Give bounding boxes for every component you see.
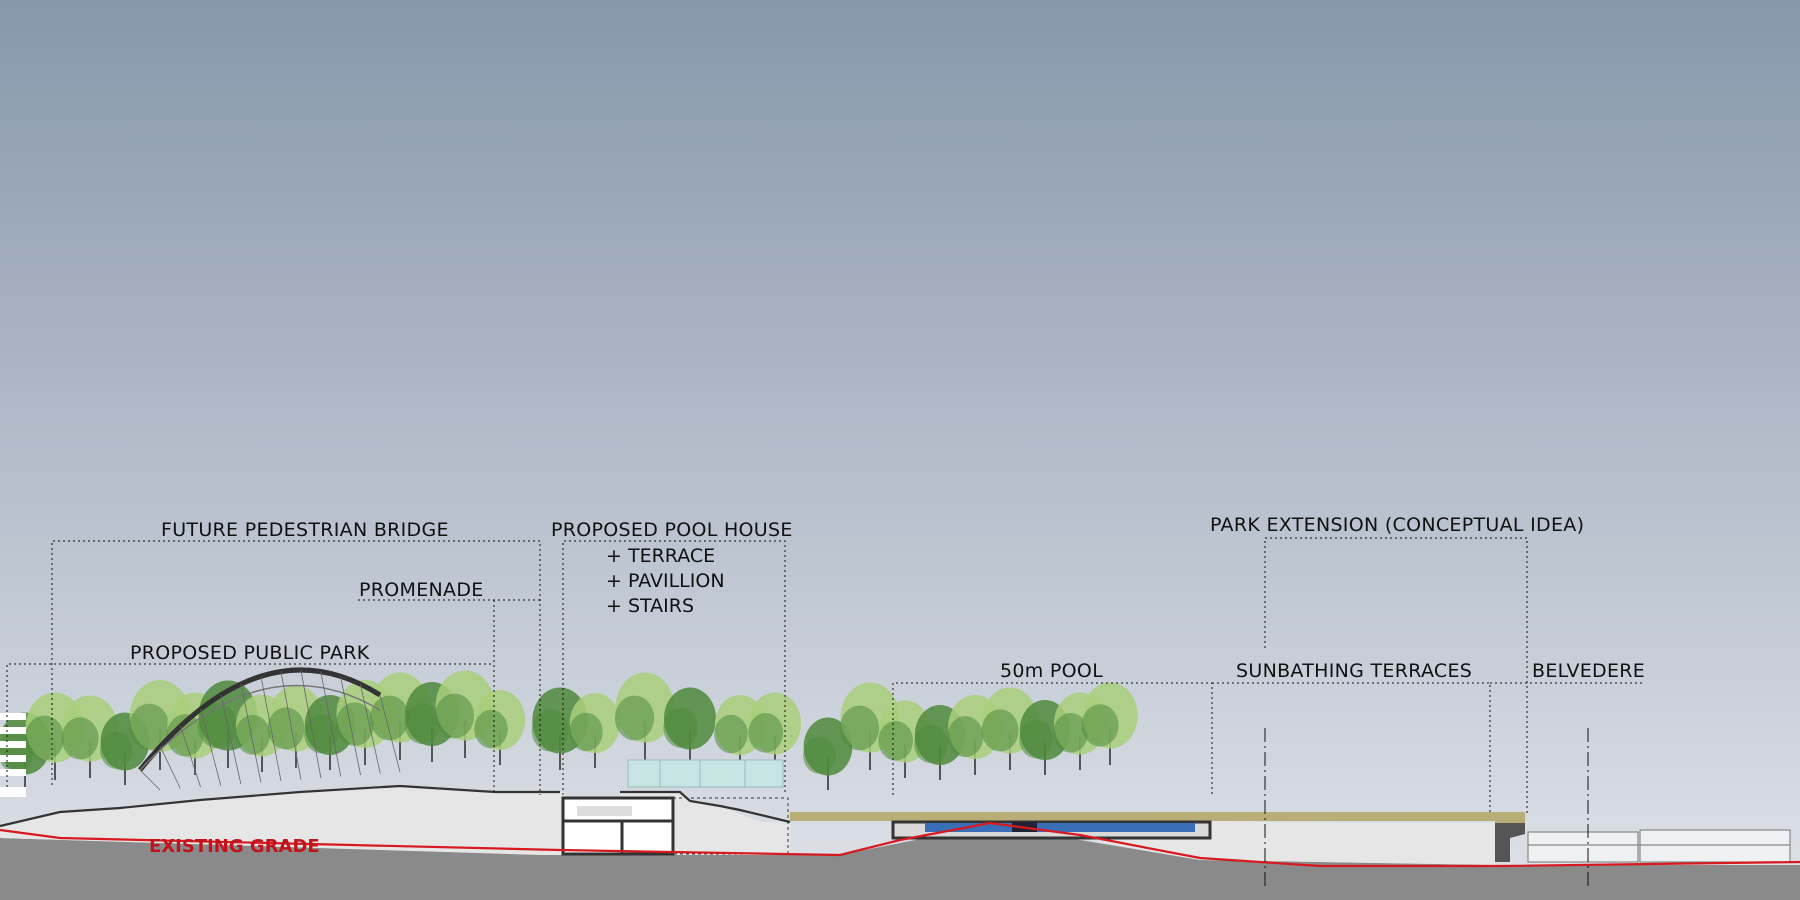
bridge-cable: [200, 708, 222, 786]
label-proposed-pool-house: PROPOSED POOL HOUSE: [551, 519, 793, 541]
label-stairs: + STAIRS: [606, 595, 695, 617]
label-existing-grade: EXISTING GRADE: [149, 836, 320, 857]
tree: [663, 687, 717, 765]
bridge-cable: [340, 676, 361, 776]
tree: [748, 692, 802, 770]
label-park-extension: PARK EXTENSION (CONCEPTUAL IDEA): [1210, 514, 1585, 536]
axis-lines: [1264, 728, 1589, 890]
tree: [1081, 682, 1138, 765]
trees-group: [0, 670, 1138, 790]
bridge-cable: [139, 769, 161, 791]
label-proposed-public-park: PROPOSED PUBLIC PARK: [130, 642, 370, 664]
bridge-cable: [320, 671, 342, 777]
tree: [614, 672, 675, 760]
label-terrace: + TERRACE: [606, 545, 716, 567]
pool-50m: [891, 820, 1212, 840]
label-future-pedestrian-bridge: FUTURE PEDESTRIAN BRIDGE: [161, 519, 449, 541]
bridge-cable: [240, 683, 262, 783]
label-belvedere: BELVEDERE: [1532, 660, 1646, 682]
stairs-line: [620, 790, 791, 824]
callout-lines: [6, 537, 1643, 813]
pedestrian-bridge: [138, 667, 401, 791]
terrace-deck: [790, 812, 1520, 821]
label-pavillion: + PAVILLION: [606, 570, 725, 592]
bridge-cable: [260, 676, 282, 782]
bridge-cable: [359, 683, 381, 774]
belvedere-wall: [1495, 823, 1525, 862]
ground-mass: [0, 825, 1800, 900]
label-promenade: PROMENADE: [359, 579, 484, 601]
tree: [803, 717, 853, 790]
bridge-cable: [280, 671, 302, 780]
existing-grade-line: [0, 821, 1800, 868]
label-sunbathing-terraces: SUNBATHING TERRACES: [1236, 660, 1473, 682]
proposed-grade-line: [0, 784, 560, 828]
bridge-cable: [220, 694, 242, 785]
glass-pavilion: [627, 759, 784, 788]
pool-house: [561, 796, 789, 856]
tree: [531, 687, 588, 770]
label-50m-pool: 50m POOL: [1000, 660, 1104, 682]
bridge-cable: [300, 669, 322, 779]
bridge-cable: [379, 694, 401, 773]
tree: [569, 693, 621, 768]
tree: [474, 690, 526, 765]
train: [1527, 829, 1791, 863]
bridge-cable: [159, 746, 181, 789]
bridge-cable: [180, 726, 201, 788]
